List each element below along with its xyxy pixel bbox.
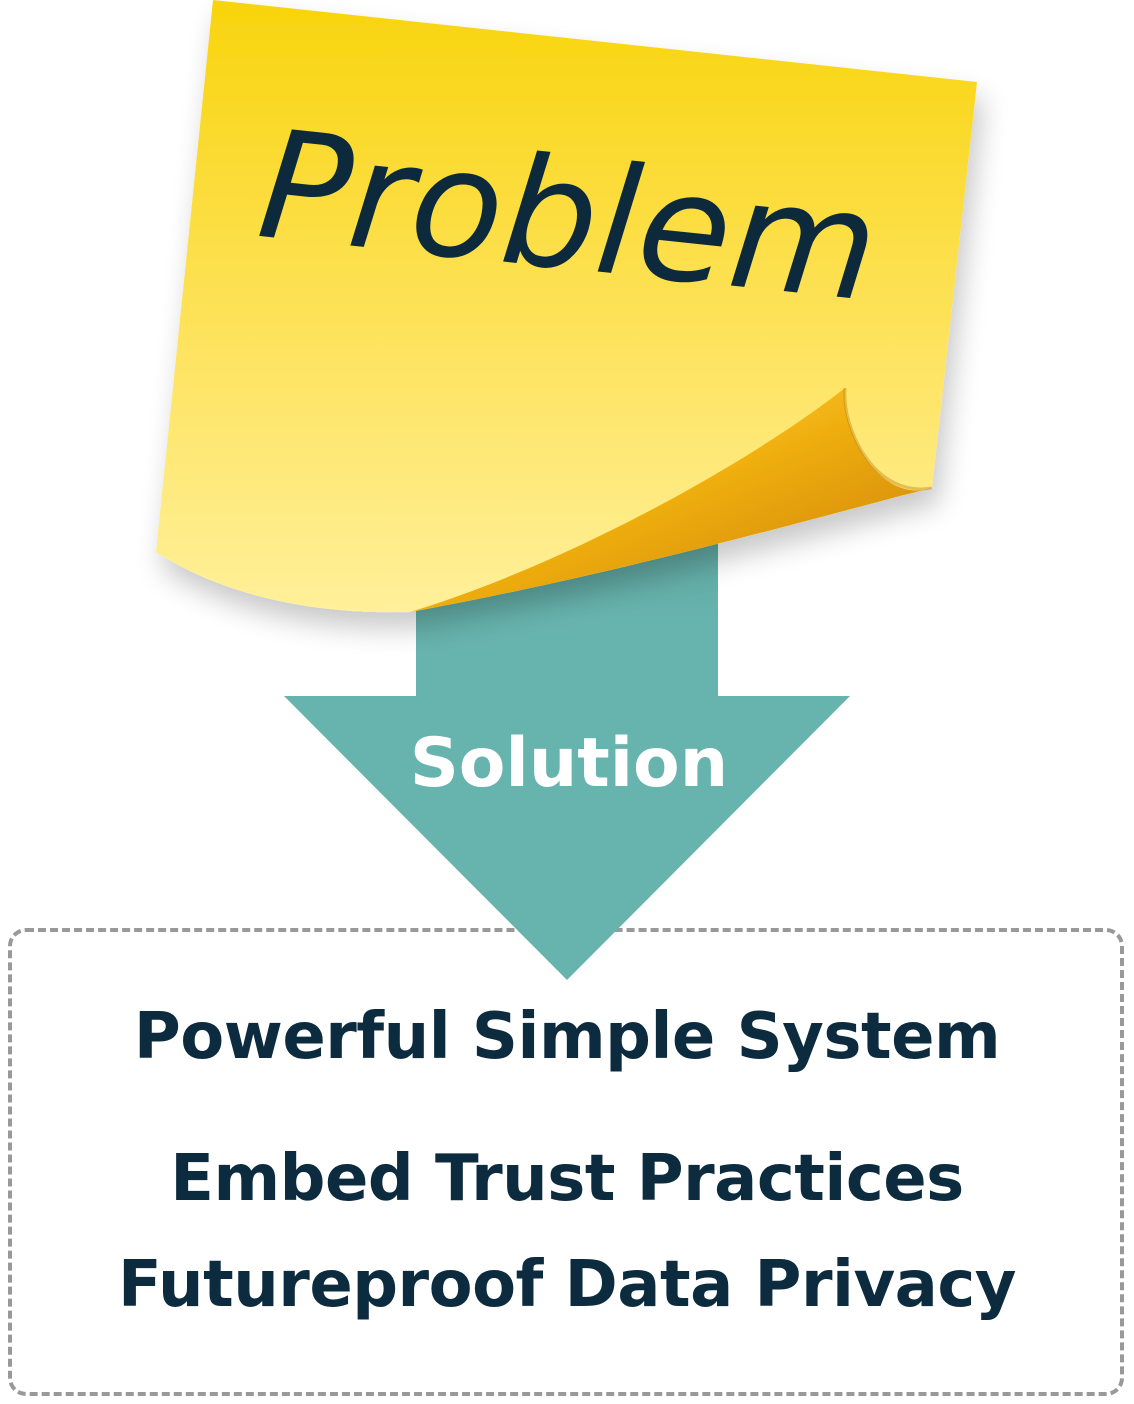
arrow-shape bbox=[284, 500, 850, 980]
result-line-embed-trust-practices: Embed Trust Practices bbox=[170, 1142, 964, 1216]
result-line-futureproof-data-privacy: Futureproof Data Privacy bbox=[118, 1248, 1017, 1322]
result-box bbox=[8, 928, 1124, 1396]
sticky-note-curl bbox=[410, 388, 932, 612]
arrow-label: Solution bbox=[410, 724, 728, 803]
solution-arrow: Solution bbox=[284, 500, 850, 980]
sticky-note: Problem bbox=[156, 0, 977, 613]
result-line-powerful-simple-system: Powerful Simple System bbox=[133, 1000, 1001, 1074]
